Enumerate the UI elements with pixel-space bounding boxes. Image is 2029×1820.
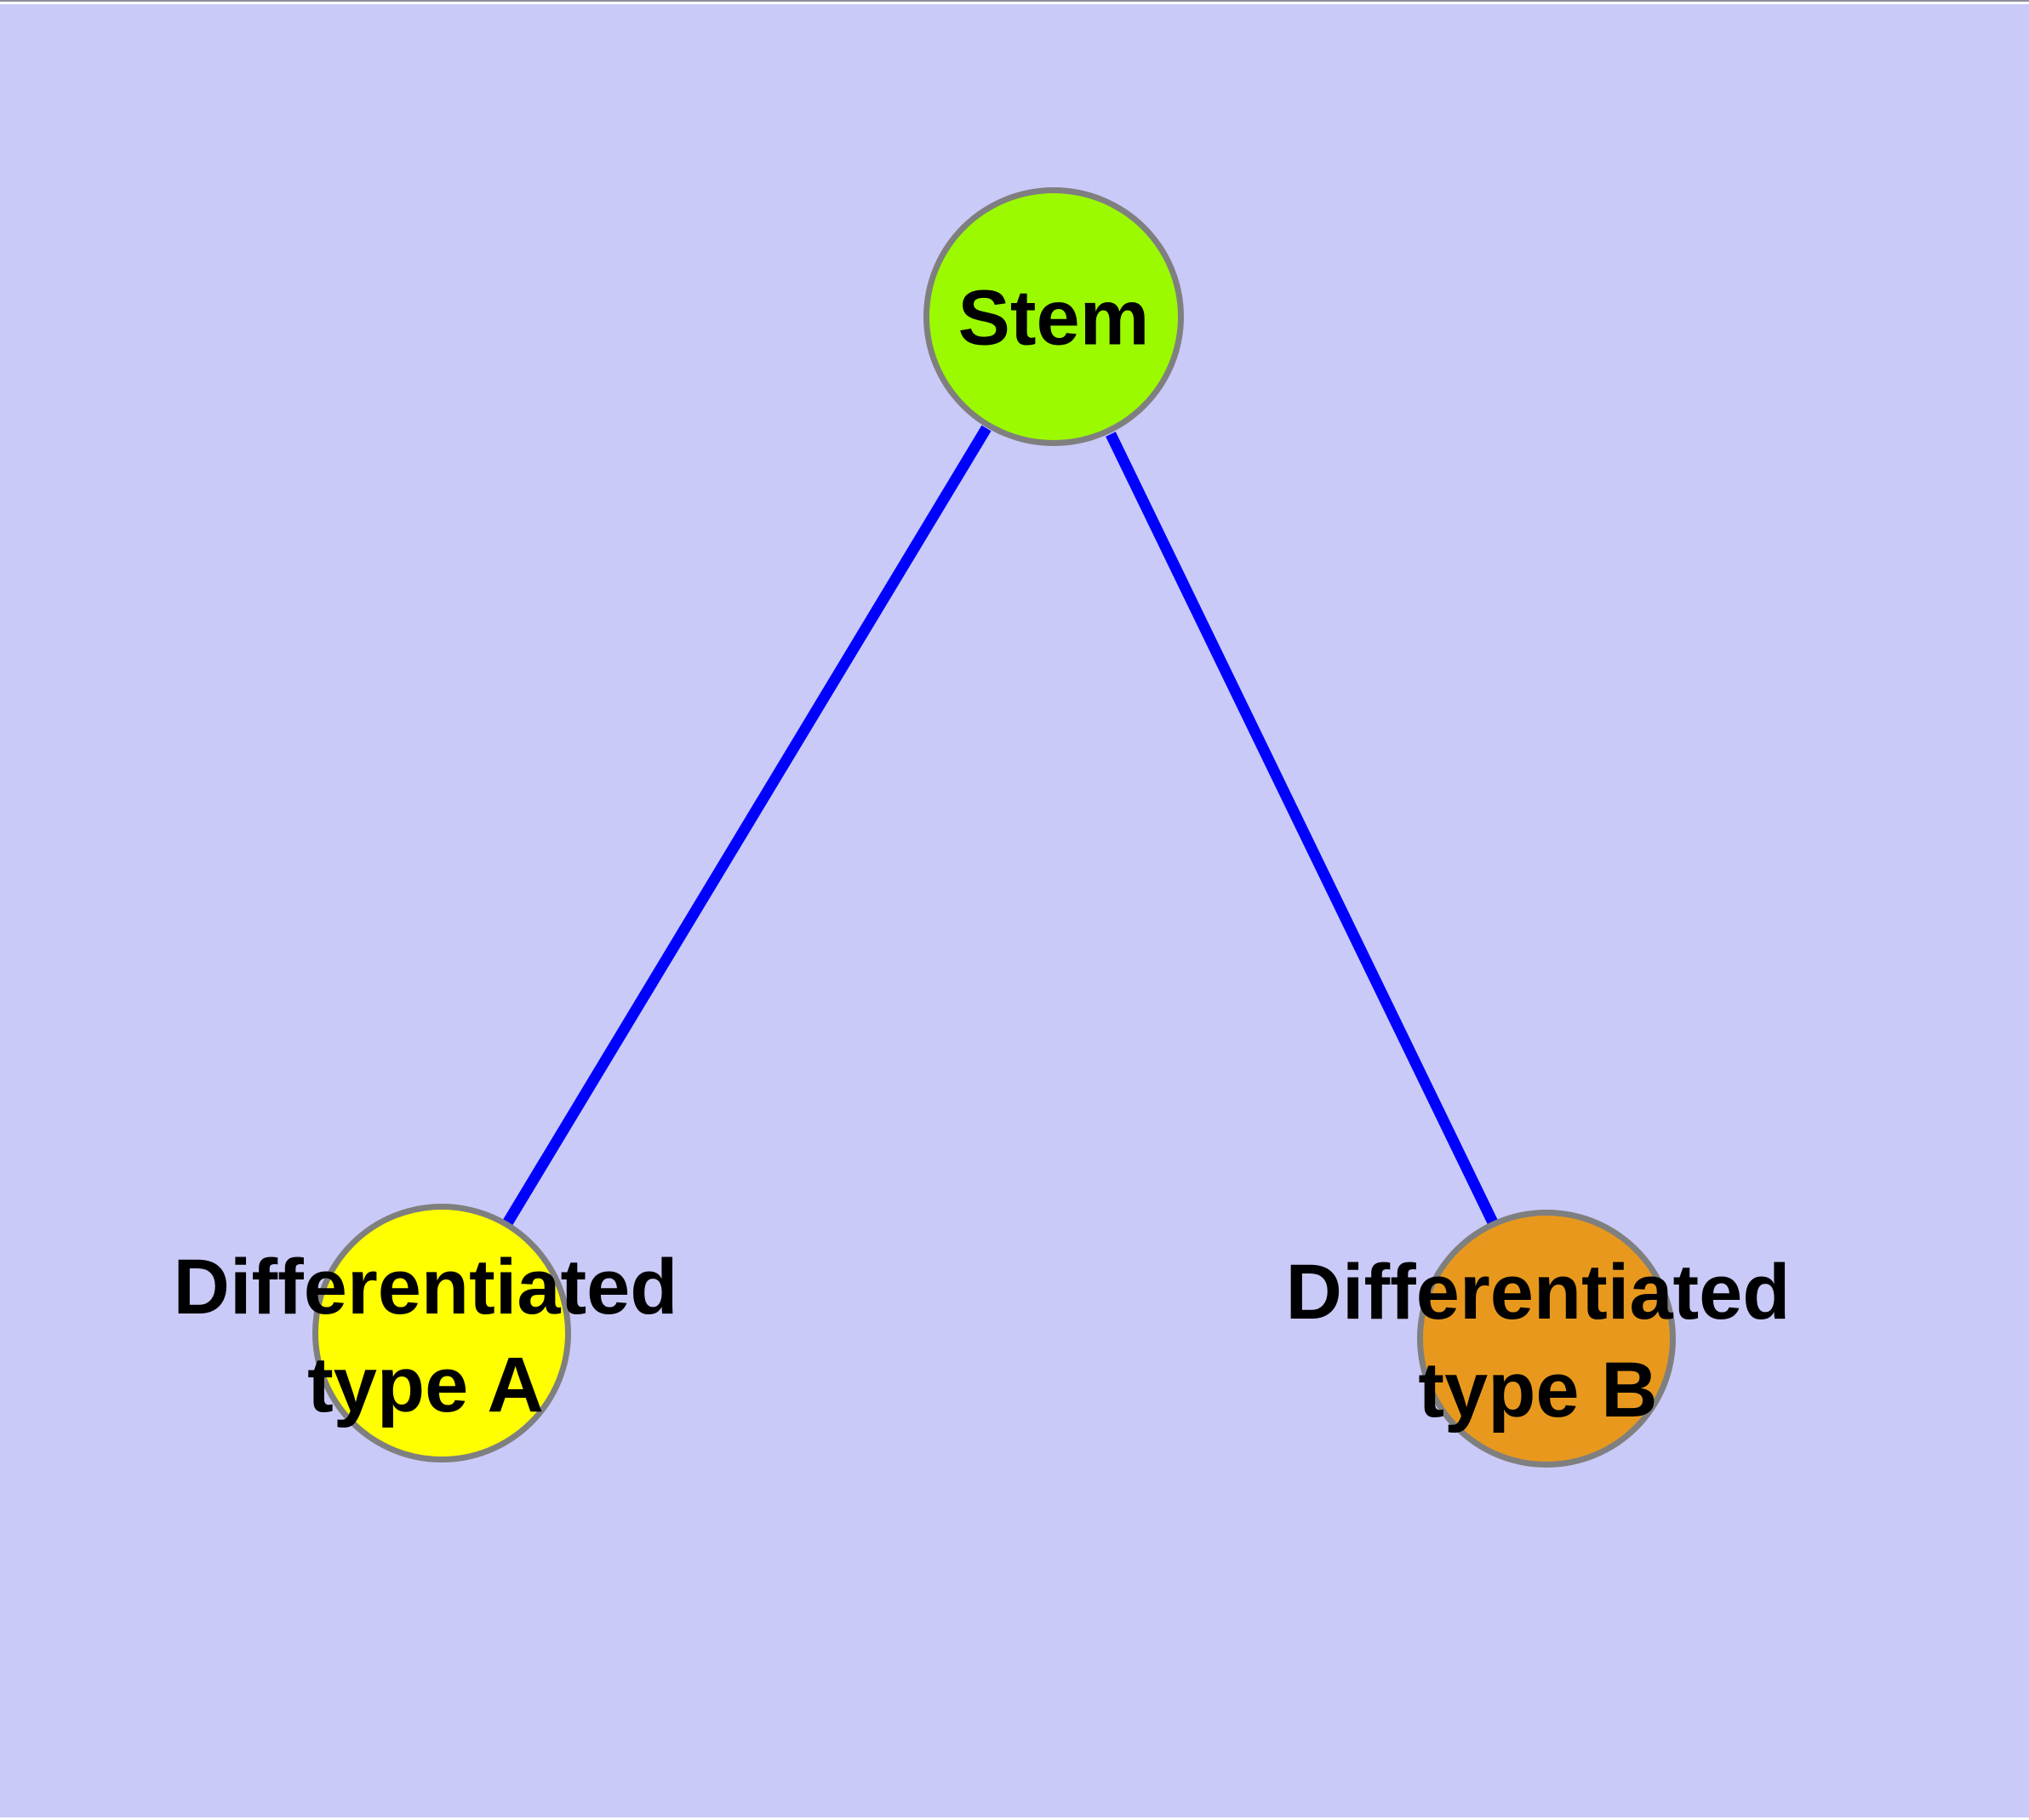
node-stem xyxy=(923,187,1184,446)
window-top-hairline xyxy=(0,0,2029,2)
edge-stem-to-type-b xyxy=(1106,432,1498,1225)
edge-stem-to-type-a xyxy=(502,425,992,1227)
node-label-line: Differentiated xyxy=(1285,1249,1791,1336)
node-differentiated-type-a xyxy=(312,1204,571,1462)
window-top-trim xyxy=(0,2,2029,4)
node-label-differentiated-type-a: Differentiated type A xyxy=(174,1239,678,1434)
node-label-differentiated-type-b: Differentiated type B xyxy=(1286,1244,1791,1439)
window-bottom-trim xyxy=(0,1817,2029,1820)
node-label-line: type A xyxy=(307,1342,544,1428)
node-differentiated-type-b xyxy=(1417,1210,1676,1468)
node-label-line: Differentiated xyxy=(173,1244,678,1331)
node-label-line: type B xyxy=(1418,1347,1658,1434)
node-label-stem: Stem xyxy=(957,274,1150,362)
